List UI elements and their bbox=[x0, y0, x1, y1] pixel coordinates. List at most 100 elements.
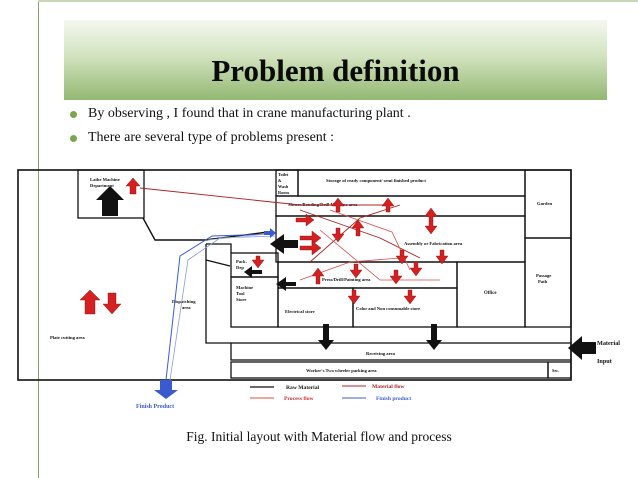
room-lathe bbox=[77, 169, 145, 219]
wall-mid bbox=[206, 243, 232, 253]
down-arrow-icon bbox=[349, 263, 363, 279]
raw-flow-lathe bbox=[142, 217, 269, 241]
pack-label-2: Dep bbox=[236, 265, 244, 270]
room-sec bbox=[547, 361, 572, 379]
down-arrow-icon bbox=[409, 261, 423, 277]
wall-dispatch bbox=[205, 244, 231, 344]
room-receiving bbox=[230, 342, 572, 361]
dispatching-label-1: Dispatching bbox=[172, 299, 196, 304]
sec-label: Sec. bbox=[552, 368, 559, 373]
parking-label: Worker's Two wheeler parking area bbox=[306, 368, 377, 373]
toilet-label-4: Room bbox=[278, 190, 289, 195]
plate-label: Plate cutting area bbox=[50, 335, 85, 340]
room-parking bbox=[230, 361, 549, 379]
legend-material-label: Material flow bbox=[372, 384, 405, 390]
room-storage bbox=[297, 169, 526, 197]
up-arrow-icon bbox=[125, 177, 141, 195]
legend-process-label: Process flow bbox=[284, 396, 315, 402]
toilet-label-2: & bbox=[278, 178, 282, 183]
legend: Raw Material Material flow Process flow … bbox=[250, 384, 411, 402]
garden-label: Garden bbox=[537, 201, 553, 206]
right-arrow-icon bbox=[299, 240, 322, 256]
office-label: Office bbox=[484, 291, 497, 296]
down-arrow-icon bbox=[102, 292, 122, 315]
up-arrow-icon bbox=[311, 267, 325, 285]
up-arrow-icon bbox=[331, 197, 345, 213]
material-flow-3 bbox=[309, 204, 401, 263]
room-electrical bbox=[277, 287, 354, 328]
down-arrow-icon bbox=[251, 255, 265, 269]
passage-label-2: Path bbox=[538, 279, 548, 284]
bullet-item: There are several type of problems prese… bbox=[70, 126, 411, 150]
material-flow-1 bbox=[139, 187, 386, 206]
room-labels: Lathe Machine Department Toilet & Wash R… bbox=[50, 172, 559, 373]
title-band bbox=[64, 20, 607, 100]
top-rule bbox=[38, 0, 638, 2]
down-arrow-icon bbox=[389, 269, 403, 285]
room-passage bbox=[524, 237, 572, 328]
down-arrow-icon bbox=[318, 324, 334, 350]
up-arrow-icon bbox=[381, 197, 395, 213]
lathe-label-2: Department bbox=[90, 183, 114, 188]
outside-labels: Material Input Finish Product bbox=[136, 340, 620, 410]
left-arrow-icon bbox=[276, 277, 296, 291]
legend-finish-label: Finish product bbox=[376, 396, 411, 402]
bullet-text: There are several type of problems prese… bbox=[88, 130, 335, 145]
room-color bbox=[352, 287, 458, 328]
down-arrow-icon bbox=[403, 289, 417, 305]
bullet-list: By observing , I found that in crane man… bbox=[70, 102, 411, 150]
finish-product-arrow-icon bbox=[154, 380, 178, 399]
machine-tool-label-3: Store bbox=[236, 297, 246, 302]
down-arrow-icon bbox=[435, 249, 449, 265]
up-arrow-icon bbox=[79, 289, 101, 315]
left-rule bbox=[38, 0, 39, 478]
finish-flow-2 bbox=[169, 235, 277, 381]
left-arrow-icon bbox=[244, 266, 262, 278]
dispatching-label-2: area bbox=[182, 305, 191, 310]
process-flow-1 bbox=[319, 229, 440, 281]
process-flow-2 bbox=[329, 209, 411, 271]
machine-tool-label-1: Machine bbox=[236, 285, 253, 290]
material-input-label-1: Material bbox=[597, 340, 620, 347]
electrical-label: Electrical store bbox=[285, 309, 315, 314]
toilet-label-1: Toilet bbox=[278, 172, 289, 177]
down-arrow-icon bbox=[347, 289, 361, 305]
material-input-label-2: Input bbox=[597, 358, 613, 365]
shears-label: Shears/Bending/Drill Machine area bbox=[288, 202, 358, 207]
red-arrows bbox=[79, 177, 449, 315]
right-arrow-icon bbox=[264, 228, 276, 238]
storage-label: Storage of ready component/ semi finishe… bbox=[326, 178, 426, 183]
color-label: Color and Non consumable store bbox=[356, 306, 420, 311]
lathe-label-1: Lathe Machine bbox=[90, 177, 120, 182]
room-press bbox=[277, 261, 458, 289]
black-arrows bbox=[96, 186, 596, 360]
finish-product-label: Finish Product bbox=[136, 404, 174, 410]
pack-label-1: Pack. bbox=[236, 259, 247, 264]
press-label: Press/Drill/Painting area bbox=[322, 277, 371, 282]
bullet-dot-icon bbox=[70, 111, 77, 118]
slide-title: Problem definition bbox=[211, 53, 460, 88]
bullet-item: By observing , I found that in crane man… bbox=[70, 102, 411, 126]
left-arrow-icon bbox=[270, 234, 298, 254]
receiving-label: Receiving area bbox=[366, 351, 396, 356]
finish-flow-1 bbox=[165, 233, 273, 381]
machine-tool-label-2: Tool bbox=[236, 291, 245, 296]
assembly-label: Assembly or Fabrication area bbox=[404, 241, 463, 246]
down-arrow-icon bbox=[426, 324, 442, 350]
down-arrow-icon bbox=[395, 249, 409, 265]
rooms bbox=[77, 169, 572, 379]
legend-raw-label: Raw Material bbox=[286, 385, 320, 391]
toilet-label-3: Wash bbox=[278, 184, 289, 189]
up-arrow-icon bbox=[96, 186, 124, 216]
passage-label-1: Passage bbox=[536, 273, 551, 278]
material-flow-2 bbox=[299, 209, 421, 259]
material-input-arrow-icon bbox=[568, 336, 596, 360]
bullet-dot-icon bbox=[70, 135, 77, 142]
right-arrow-icon bbox=[299, 230, 322, 246]
down-arrow-icon bbox=[331, 227, 345, 243]
up-down-arrow-icon bbox=[424, 207, 438, 235]
bullet-text: By observing , I found that in crane man… bbox=[88, 106, 411, 121]
blue-arrows bbox=[154, 228, 276, 399]
figure-caption: Fig. Initial layout with Material flow a… bbox=[186, 429, 452, 444]
